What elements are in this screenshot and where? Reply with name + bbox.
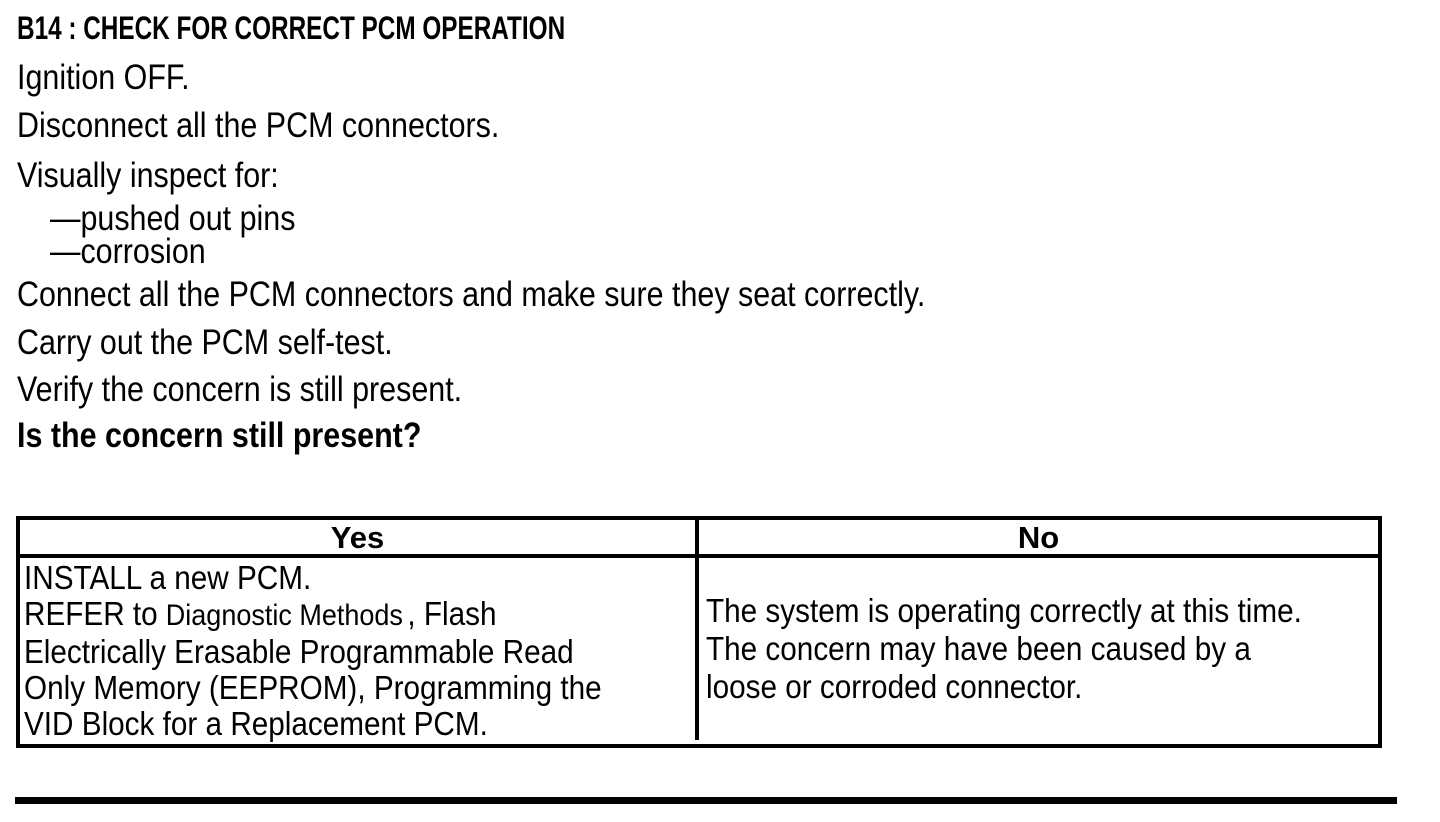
yes-action-line: Electrically Erasable Programmable Read (24, 633, 574, 670)
step-line: Disconnect all the PCM connectors. (17, 106, 500, 145)
refer-suffix: , Flash (407, 595, 497, 632)
step-line: Ignition OFF. (17, 58, 190, 97)
step-line: Carry out the PCM self-test. (17, 323, 393, 362)
yes-action-line: Only Memory (EEPROM), Programming the (24, 669, 602, 706)
yes-action-line: INSTALL a new PCM. (24, 559, 312, 596)
step-line: Verify the concern is still present. (17, 370, 463, 409)
question-line: Is the concern still present? (17, 416, 422, 455)
page-title: B14 : CHECK FOR CORRECT PCM OPERATION (17, 10, 566, 46)
yes-action-line: VID Block for a Replacement PCM. (24, 705, 488, 742)
diagnostic-methods-reference: Diagnostic Methods (165, 599, 403, 632)
no-action-line: The system is operating correctly at thi… (706, 592, 1302, 629)
no-action-cell: The system is operating correctly at thi… (699, 558, 1378, 740)
yes-header-cell: Yes (20, 520, 699, 555)
refer-prefix: REFER to (24, 595, 158, 632)
step-subitem: —corrosion (50, 232, 206, 271)
no-action-line: loose or corroded connector. (706, 668, 1083, 705)
no-header-cell: No (1017, 520, 1060, 555)
no-action-line: The concern may have been caused by a (706, 630, 1251, 667)
step-subitem: —pushed out pins (50, 199, 296, 238)
decision-table-header-row: Yes No (20, 520, 1378, 558)
step-line: Visually inspect for: (17, 156, 279, 195)
bottom-divider-rule (15, 797, 1397, 804)
step-line: Connect all the PCM connectors and make … (17, 275, 926, 314)
